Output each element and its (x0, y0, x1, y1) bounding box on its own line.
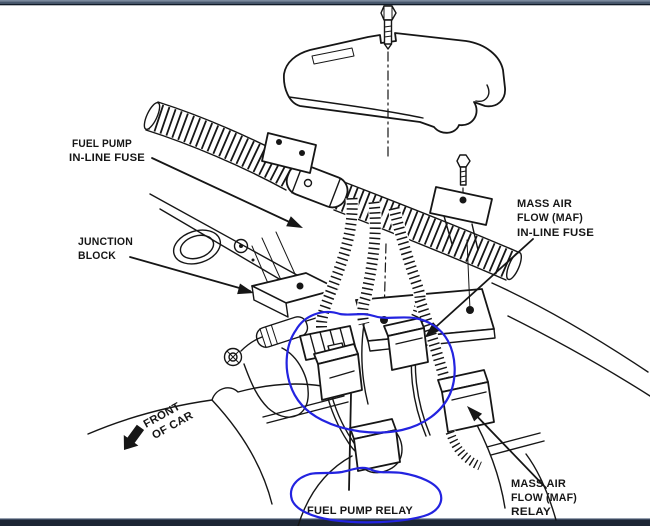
arrowhead-icon (467, 406, 483, 422)
wiring-harness (315, 197, 453, 474)
leader-maf-relay (467, 406, 547, 489)
label-text: BLOCK (78, 250, 116, 262)
label-fuel-pump-relay: FUEL PUMP RELAY (307, 505, 413, 517)
arrowhead-icon (286, 216, 303, 228)
blue-annotations (285, 310, 456, 524)
label-text: FLOW (MAF) (517, 212, 583, 224)
label-text: FUEL PUMP (72, 138, 132, 150)
label-text: JUNCTION (78, 236, 133, 248)
front-of-car-arrow-icon (123, 424, 145, 450)
maf-inline-fuse-part (429, 186, 493, 251)
arrowhead-icon (425, 322, 441, 337)
relay-part (383, 317, 429, 371)
fuel-pump-relay-circle-annotation (289, 466, 443, 524)
label-maf-inline-fuse: MASS AIR FLOW (MAF) IN-LINE FUSE (517, 198, 594, 239)
label-text: IN-LINE FUSE (69, 152, 145, 164)
label-maf-relay: MASS AIR FLOW (MAF) RELAY (511, 478, 577, 518)
lower-relay-part (349, 418, 401, 472)
front-of-car-marker: FRONT OF CAR (123, 401, 195, 450)
leader-fuel-pump-relay (348, 393, 352, 491)
corrugated-hose (143, 101, 522, 281)
leader-junction-block (129, 256, 254, 295)
label-junction-block: JUNCTION BLOCK (78, 236, 133, 262)
junction-block-part (223, 272, 339, 418)
label-text: MASS AIR (517, 198, 572, 210)
relay-area-circle-annotation (285, 310, 456, 434)
label-text: RELAY (511, 506, 551, 518)
label-text: FLOW (MAF) (511, 492, 577, 504)
top-window-bar (0, 0, 650, 6)
bolt-icon (380, 5, 397, 50)
engine-cover (283, 32, 506, 134)
fuel-pump-inline-fuse-part (261, 132, 349, 209)
arrowhead-icon (237, 283, 254, 295)
label-text: IN-LINE FUSE (517, 227, 594, 239)
maf-relay-part (437, 369, 495, 472)
label-fuel-pump-inline-fuse: FUEL PUMP IN-LINE FUSE (69, 138, 145, 164)
label-text: MASS AIR (511, 478, 566, 490)
fuel-pump-relay-part (313, 342, 363, 401)
leader-maf-inline-fuse (425, 238, 534, 337)
small-bolt-icon (456, 154, 471, 203)
leader-fuel-pump-inline-fuse (151, 157, 303, 228)
